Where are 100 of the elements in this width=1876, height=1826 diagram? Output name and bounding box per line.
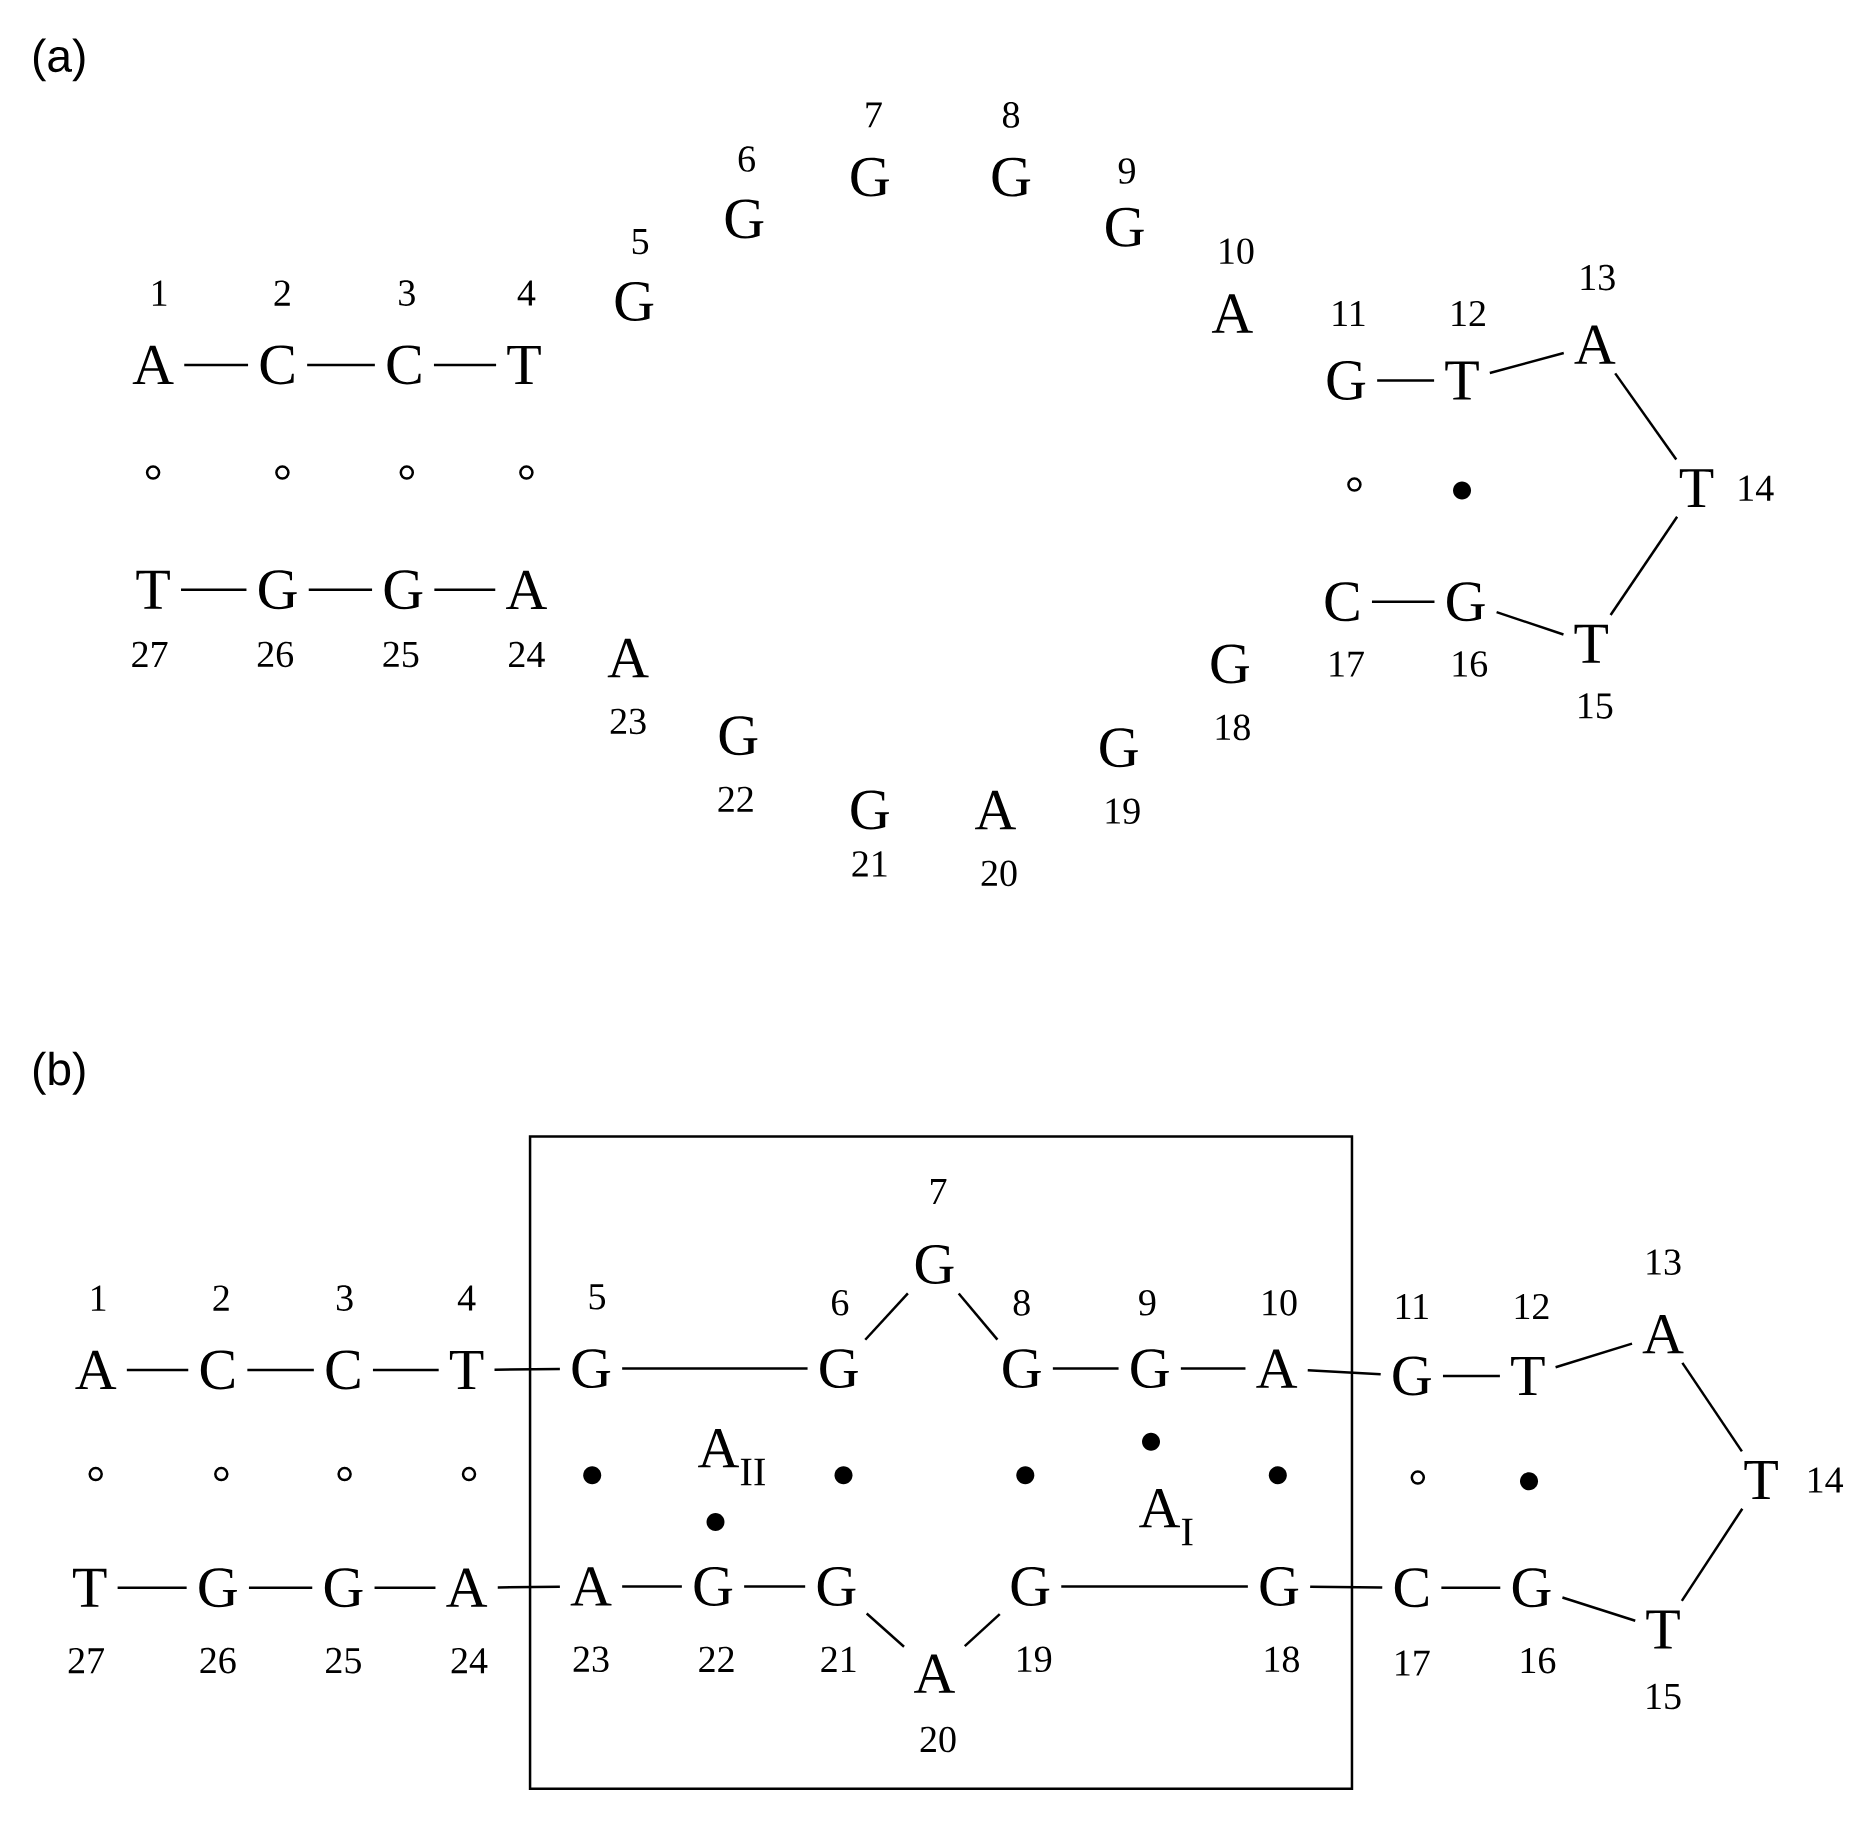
nucleotide-letter: C [1394,1568,1428,1608]
position-number: 6 [738,146,755,172]
nucleotide-letter: G [1447,582,1485,622]
nucleotide-letter: T [73,1568,107,1607]
backbone-line [433,363,497,367]
nucleotide-letter: G [199,1568,237,1608]
position-number: 11 [1333,300,1365,327]
position-number: 15 [1647,1683,1681,1710]
position-number: 19 [1018,1646,1052,1673]
backbone-line [1307,1369,1381,1376]
position-number: 27 [132,641,168,667]
position-number: 6 [832,1290,849,1316]
nucleotide-letter: G [915,1245,954,1284]
backbone-line [1496,610,1564,636]
position-number: 16 [1453,651,1488,677]
backbone-line [1614,372,1678,461]
nucleotide-letter: A [1211,294,1253,333]
backbone-line [434,588,496,592]
backbone-line [963,1613,1001,1647]
position-number: 24 [451,1648,488,1674]
nucleotide-letter: G [259,570,297,610]
position-number: 17 [1396,1650,1430,1676]
nucleotide-letter: C [200,1350,234,1390]
position-number: 22 [718,786,753,812]
backbone-line [744,1585,806,1588]
position-number: 8 [1013,1290,1030,1316]
position-number: 3 [399,280,415,306]
backbone-line [864,1292,909,1341]
backbone-line [1680,1508,1744,1602]
position-number: 10 [1263,1290,1297,1316]
nucleotide-letter: T [1511,1356,1545,1395]
nucleotide-letter: G [384,570,423,610]
nucleotide-letter: T [449,1350,484,1389]
backbone-line [1681,1362,1743,1453]
backbone-line [374,1586,436,1589]
position-number: 13 [1581,264,1615,291]
backbone-line [126,1368,189,1372]
nucleotide-letter: G [1327,361,1366,400]
backbone-line [494,1367,560,1371]
nucleotide-letter: G [324,1568,363,1608]
backbone-line [372,1368,439,1372]
position-number: 5 [589,1284,606,1310]
nucleotide-letter: G [1393,1356,1431,1396]
nucleotide-letter: A [975,790,1016,830]
backbone-line [1489,351,1565,375]
backbone-line [865,1612,905,1648]
position-number: 20 [920,1726,956,1753]
position-number: 22 [699,1646,734,1672]
position-number: 5 [632,229,649,255]
nucleotide-letter: A [75,1350,117,1390]
nucleotide-letter: G [992,157,1031,197]
nucleotide-letter: C [387,345,421,385]
nucleotide-letter: T [1744,1461,1778,1499]
backbone-line [117,1586,187,1589]
position-number: 18 [1265,1646,1299,1673]
backbone-line [622,1367,808,1370]
nucleotide-letter: T [1646,1610,1680,1649]
nucleotide-letter: G [817,1566,856,1606]
nucleotide-letter: G [694,1566,733,1606]
nucleotide-letter: T [1574,624,1608,663]
position-number: 20 [981,860,1017,887]
backbone-line [247,1368,314,1372]
position-number: 21 [852,851,887,877]
nucleotide-letter: A [1642,1314,1684,1354]
position-number: 14 [1808,1467,1844,1493]
position-number: 12 [1452,300,1485,327]
position-number: 1 [152,280,167,306]
nucleotide-letter: C [1325,582,1359,622]
position-number: 15 [1579,693,1613,719]
position-number: 23 [573,1646,609,1673]
nucleotide-letter: G [1512,1568,1551,1608]
nucleotide-letter: G [1003,1349,1041,1389]
nucleotide-letter: T [1679,469,1714,508]
position-number: 17 [1330,651,1364,677]
nucleotide-letter: T [1445,361,1479,400]
backbone-line [184,363,249,367]
nucleotide-letter: G [1211,644,1250,684]
position-number: 9 [1139,1290,1156,1316]
position-number: 10 [1220,238,1254,265]
backbone-line [1052,1367,1119,1370]
position-number: 4 [517,280,536,306]
nucleotide-letter: G [572,1349,611,1389]
nucleotide-letter: G [1011,1566,1050,1606]
position-number: 26 [200,1647,236,1674]
nucleotide-letter: A [607,638,649,678]
loop-label: A$_{II}$ [698,1429,765,1486]
backbone-line [181,588,247,592]
backbone-line [497,1585,560,1589]
nucleotide-letter: G [615,282,654,321]
nucleotide-letter: C [326,1350,360,1390]
position-number: 19 [1106,798,1140,824]
backbone-line [957,1292,999,1341]
nucleotide-letter: G [725,199,764,239]
position-number: 2 [274,280,290,306]
position-number: 2 [213,1285,229,1311]
nucleotide-letter: A [914,1654,955,1693]
position-number: 8 [1002,102,1020,128]
nucleotide-letter: A [506,570,547,609]
nucleotide-letter: G [1260,1566,1299,1606]
position-number: 9 [1118,158,1135,184]
